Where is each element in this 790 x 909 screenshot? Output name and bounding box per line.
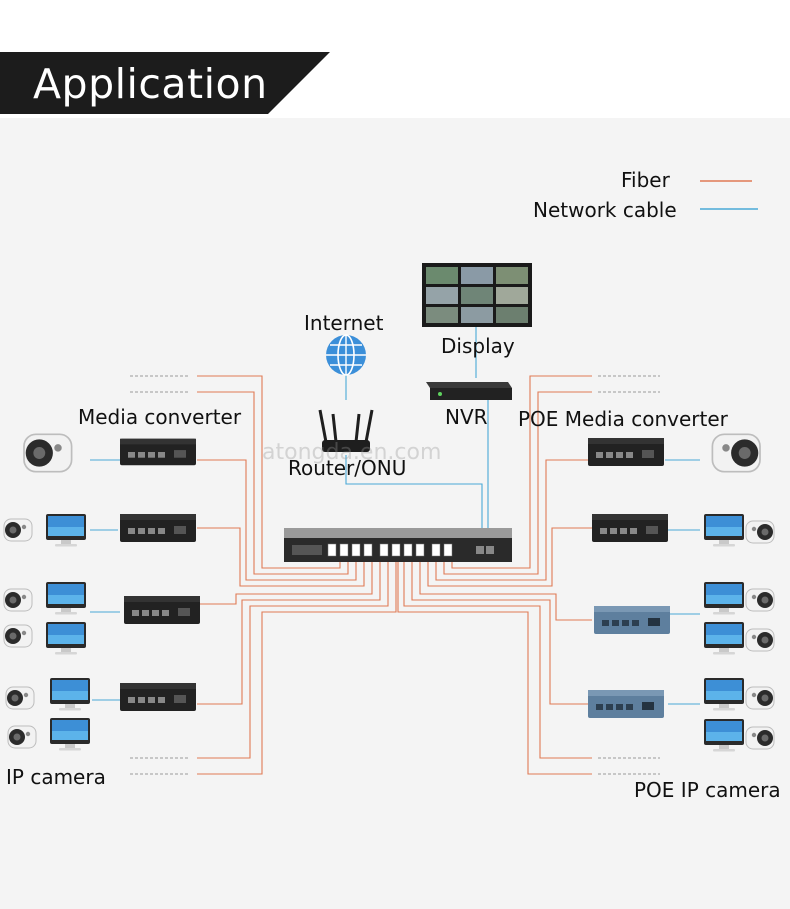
legend-fiber-label: Fiber [621, 168, 670, 192]
watermark: atongda.en.com [262, 440, 442, 465]
camera-icon [745, 726, 775, 750]
right-poe-media-converter [588, 438, 664, 466]
fiber-switch [284, 528, 512, 562]
nvr-label: NVR [445, 405, 488, 429]
globe-icon [326, 334, 366, 376]
left-mc-3 [124, 596, 200, 624]
poe-media-converter-label: POE Media converter [518, 407, 728, 431]
camera-icon [745, 686, 775, 710]
router-label: Router/ONU [288, 456, 407, 480]
camera-icon [3, 518, 33, 542]
display-label: Display [441, 334, 515, 358]
right-mc-2 [592, 514, 668, 542]
nvr-icon [426, 382, 512, 400]
legend-network-label: Network cable [533, 198, 677, 222]
media-converter-label: Media converter [78, 405, 242, 429]
ip-camera-label: IP camera [6, 765, 106, 789]
network-lines [90, 325, 700, 705]
camera-icon [745, 628, 775, 652]
camera-icon [3, 588, 33, 612]
right-poe-switch-1 [594, 606, 670, 634]
right-big-camera-icon [711, 433, 761, 473]
camera-icon [745, 520, 775, 544]
camera-icon [3, 624, 33, 648]
monitor-icon [422, 263, 532, 327]
fiber-lines [197, 375, 592, 775]
left-mc-2 [120, 514, 196, 542]
left-big-camera-icon [23, 433, 73, 473]
camera-icon [745, 588, 775, 612]
camera-icon [5, 686, 35, 710]
header-banner [0, 52, 330, 114]
poe-ip-camera-label: POE IP camera [634, 778, 781, 802]
camera-icon [7, 725, 37, 749]
internet-label: Internet [304, 311, 384, 335]
router-icon [318, 409, 374, 452]
page-title: Application [33, 60, 268, 108]
left-mc-4 [120, 683, 196, 711]
right-poe-switch-2 [588, 690, 664, 718]
left-media-converter [120, 438, 196, 466]
